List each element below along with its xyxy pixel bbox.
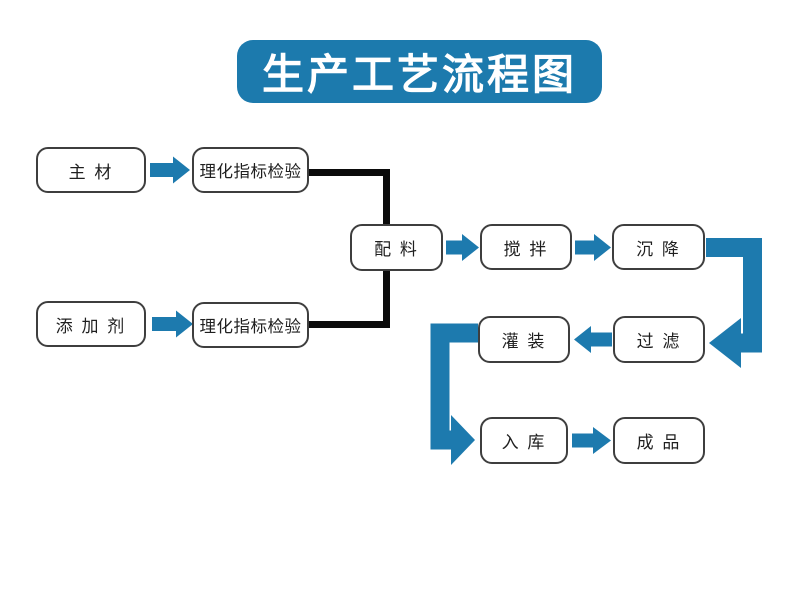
arrow-filling-to-warehousing-elbow [430, 323, 478, 450]
node-finished-product-label: 成 品 [636, 433, 682, 452]
node-additive-label: 添 加 剂 [55, 316, 127, 336]
arrow-filling-to-warehousing-head [451, 415, 475, 465]
node-filtering-label: 过 滤 [636, 332, 682, 351]
node-physchem-inspection-top: 理化指标检验 [192, 147, 309, 193]
arrow-settling-to-filtering-head [709, 318, 741, 368]
node-filling: 灌 装 [478, 316, 570, 363]
node-settling: 沉 降 [612, 224, 705, 270]
node-warehousing-label: 入 库 [501, 433, 547, 452]
connector-inspection-bottom-to-batching [309, 271, 390, 328]
node-batching-label: 配 料 [374, 240, 419, 259]
node-stirring: 搅 拌 [480, 224, 572, 270]
arrow-settling-to-filtering-elbow [706, 238, 762, 353]
node-warehousing: 入 库 [480, 417, 568, 464]
node-filling-label: 灌 装 [501, 332, 547, 351]
arrow-filtering-to-filling [574, 326, 612, 353]
node-main-material-label: 主 材 [68, 162, 114, 182]
node-stirring-label: 搅 拌 [503, 239, 549, 259]
node-settling-label: 沉 降 [636, 239, 681, 259]
arrow-main-material-to-inspection [150, 156, 190, 184]
arrow-stirring-to-settling [575, 234, 611, 261]
node-physchem-inspection-top-label: 理化指标检验 [199, 163, 302, 181]
arrow-warehousing-to-finished [572, 427, 611, 454]
arrow-batching-to-stirring [446, 234, 479, 261]
node-physchem-inspection-bottom-label: 理化指标检验 [199, 318, 302, 336]
connector-inspection-top-to-batching [309, 169, 390, 224]
node-finished-product: 成 品 [613, 417, 705, 464]
node-filtering: 过 滤 [613, 316, 705, 363]
arrow-additive-to-inspection [152, 310, 193, 338]
page-title: 生产工艺流程图 [237, 40, 602, 103]
node-physchem-inspection-bottom: 理化指标检验 [192, 302, 309, 348]
node-additive: 添 加 剂 [36, 301, 146, 347]
node-batching: 配 料 [350, 224, 443, 271]
node-main-material: 主 材 [36, 147, 146, 193]
page-title-text: 生产工艺流程图 [261, 51, 577, 98]
